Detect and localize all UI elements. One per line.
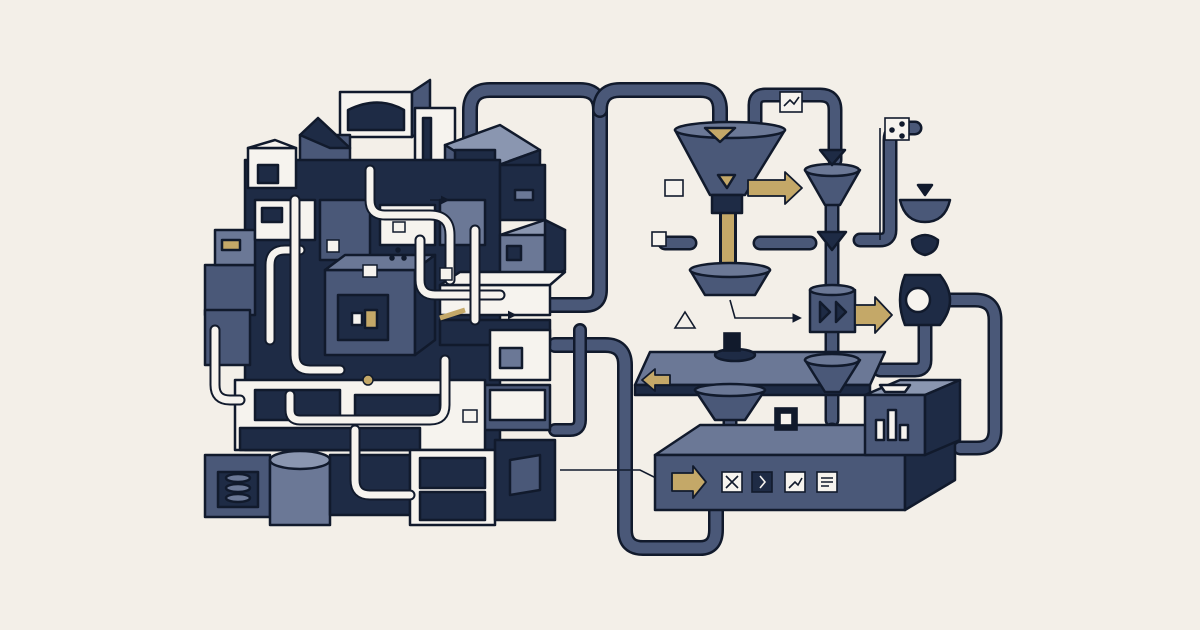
arrow-right-1	[747, 171, 803, 205]
left-block-inner-pipes	[209, 164, 506, 501]
gear-icon	[362, 374, 374, 386]
database-icon	[362, 264, 378, 278]
arrow-right-3	[671, 465, 707, 499]
code-icon	[392, 221, 406, 233]
hierarchy-icon	[389, 247, 407, 261]
location-pin-icon	[723, 332, 741, 352]
right-icons	[651, 91, 910, 493]
arrow-left-1	[641, 368, 671, 392]
pipe-network	[462, 82, 1003, 556]
left-block-icons	[326, 195, 517, 423]
right-machine	[633, 120, 962, 512]
recycle-icon	[673, 310, 697, 329]
document-icon	[326, 239, 340, 253]
chart-icon	[462, 409, 478, 423]
pipe-right-down	[872, 312, 933, 378]
processing-cylinder	[808, 288, 857, 334]
forward-icon	[751, 471, 773, 493]
bowl-top-right	[898, 198, 952, 224]
left-block-cluster	[203, 78, 567, 527]
code-tile-icon	[664, 179, 684, 197]
analytics-tile-icon	[651, 231, 667, 247]
gold-flow-arrows	[641, 171, 893, 499]
arrow-right-2	[854, 296, 893, 334]
folder-icon	[439, 267, 453, 281]
share-icon	[884, 117, 910, 141]
